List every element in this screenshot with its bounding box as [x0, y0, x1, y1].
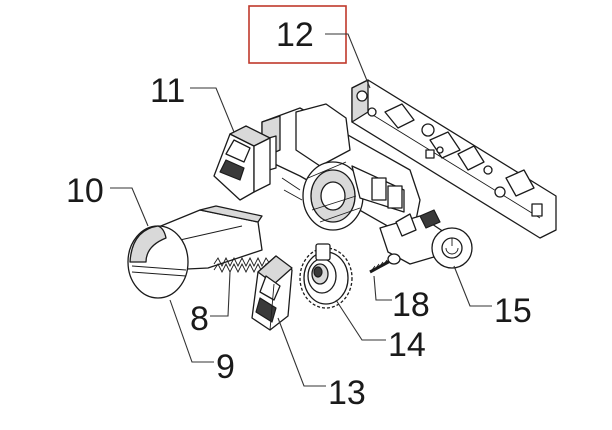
part-10-slotted-cap	[127, 205, 263, 299]
callout-13: 13	[328, 374, 366, 412]
callout-18: 18	[392, 286, 430, 324]
leader-line-15	[453, 265, 492, 307]
callout-9: 9	[216, 348, 235, 386]
callout-14: 14	[388, 326, 426, 364]
part-15-rotary-knob	[379, 209, 473, 269]
leader-line-13	[277, 317, 326, 387]
leader-line-18	[373, 275, 392, 301]
leader-line-10	[110, 187, 149, 227]
leader-line-12	[325, 33, 371, 89]
callout-8: 8	[190, 300, 209, 338]
callout-10: 10	[66, 172, 104, 210]
callout-12: 12	[276, 16, 314, 54]
part-18-screw	[369, 253, 401, 274]
leader-line-8	[210, 271, 231, 317]
leader-line-9	[169, 299, 214, 363]
part-11-rocker-switch	[213, 125, 271, 201]
leader-line-14	[335, 299, 386, 341]
main-housing	[261, 103, 421, 241]
part-13-rocker-switch	[251, 255, 293, 331]
callout-11: 11	[150, 72, 185, 110]
part-12-circuit-board	[351, 79, 557, 239]
callout-15: 15	[494, 292, 532, 330]
leader-line-11	[190, 87, 235, 133]
part-14-gear	[299, 243, 353, 309]
